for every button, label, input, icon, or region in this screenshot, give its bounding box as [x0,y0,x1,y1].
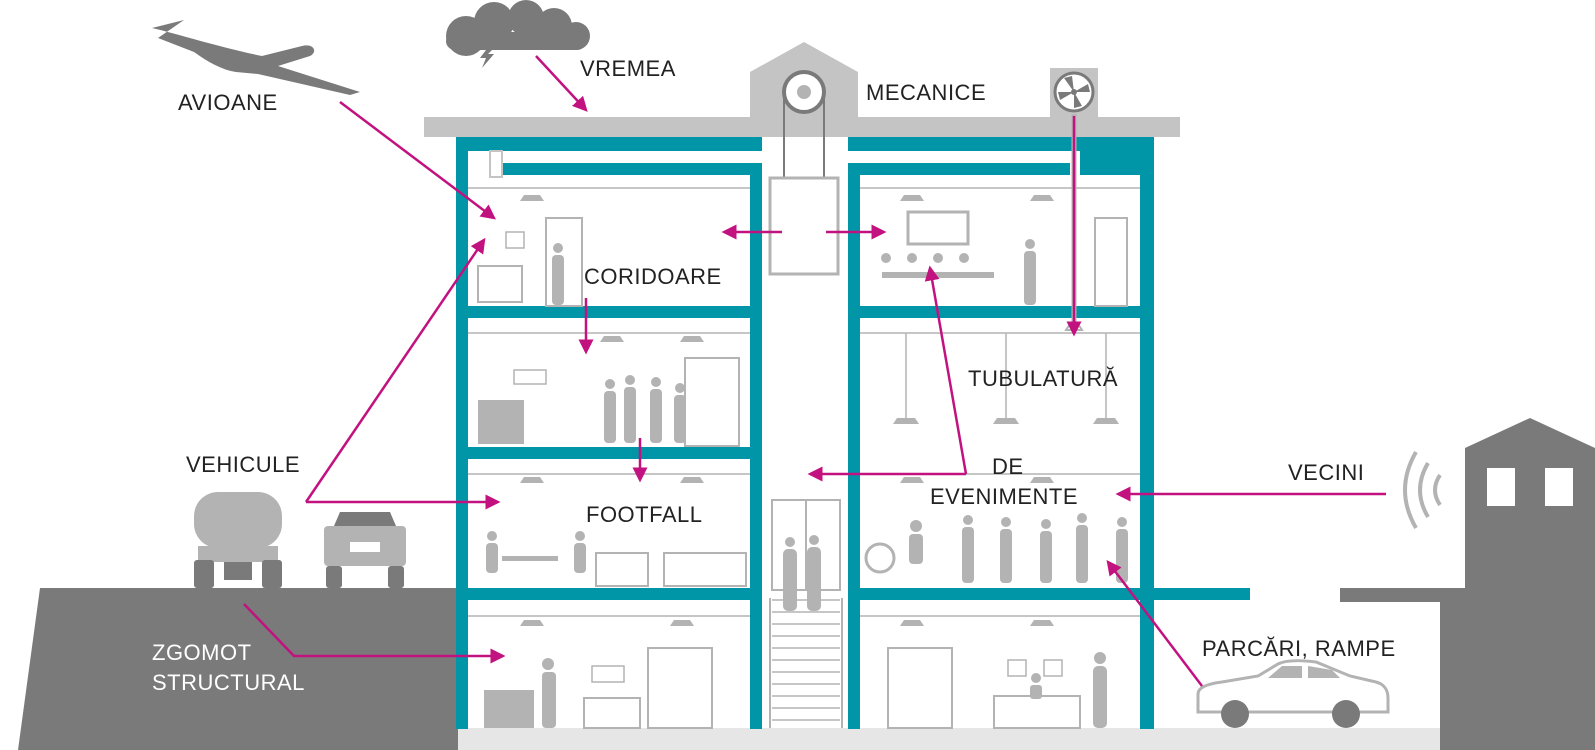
arrow-avioane [339,101,496,220]
storm-cloud-icon [446,0,590,56]
people-silhouettes [486,239,1128,728]
neighbor-house-icon [1465,418,1595,750]
sedan-car-icon [1196,659,1390,728]
lightning-icon [480,48,494,68]
arrow-parcari [1106,560,1203,687]
signal-waves-icon [1403,450,1442,530]
street-floor [458,728,1440,750]
label-zgomot: ZGOMOT [152,640,252,665]
label-structural: STRUCTURAL [152,670,305,695]
airplane-icon [152,20,360,95]
left-ground [18,588,458,750]
label-vehicule: VEHICULE [186,452,300,477]
building-structure [456,137,1250,729]
elevator-cab [768,176,840,276]
label-footfall: FOOTFALL [586,502,702,527]
tanker-truck-icon [194,492,282,588]
label-parcari-rampe: PARCĂRI, RAMPE [1202,636,1396,661]
arrow-vremea [535,55,588,112]
fan-icon [1053,71,1095,113]
label-coridoare: CORIDOARE [584,264,722,289]
duct-pipe [489,150,503,178]
neighbor-ledge [1340,588,1460,602]
roof-slab [424,117,1180,137]
label-mecanice: MECANICE [866,80,986,105]
pickup-truck-icon [324,512,406,588]
elevator-pulley-icon [782,70,826,178]
label-evenimente: EVENIMENTE [930,484,1078,509]
arrow-zgomot [243,603,506,664]
label-vecini: VECINI [1288,460,1364,485]
noise-path-arrows [243,55,1386,687]
label-tubulatura: TUBULATURĂ [968,366,1118,391]
arrow-vehicule-up [304,237,486,503]
label-vremea: VREMEA [580,56,676,81]
label-avioane: AVIOANE [178,90,278,115]
label-de: DE [992,454,1024,479]
arrow-events-up [924,265,968,475]
